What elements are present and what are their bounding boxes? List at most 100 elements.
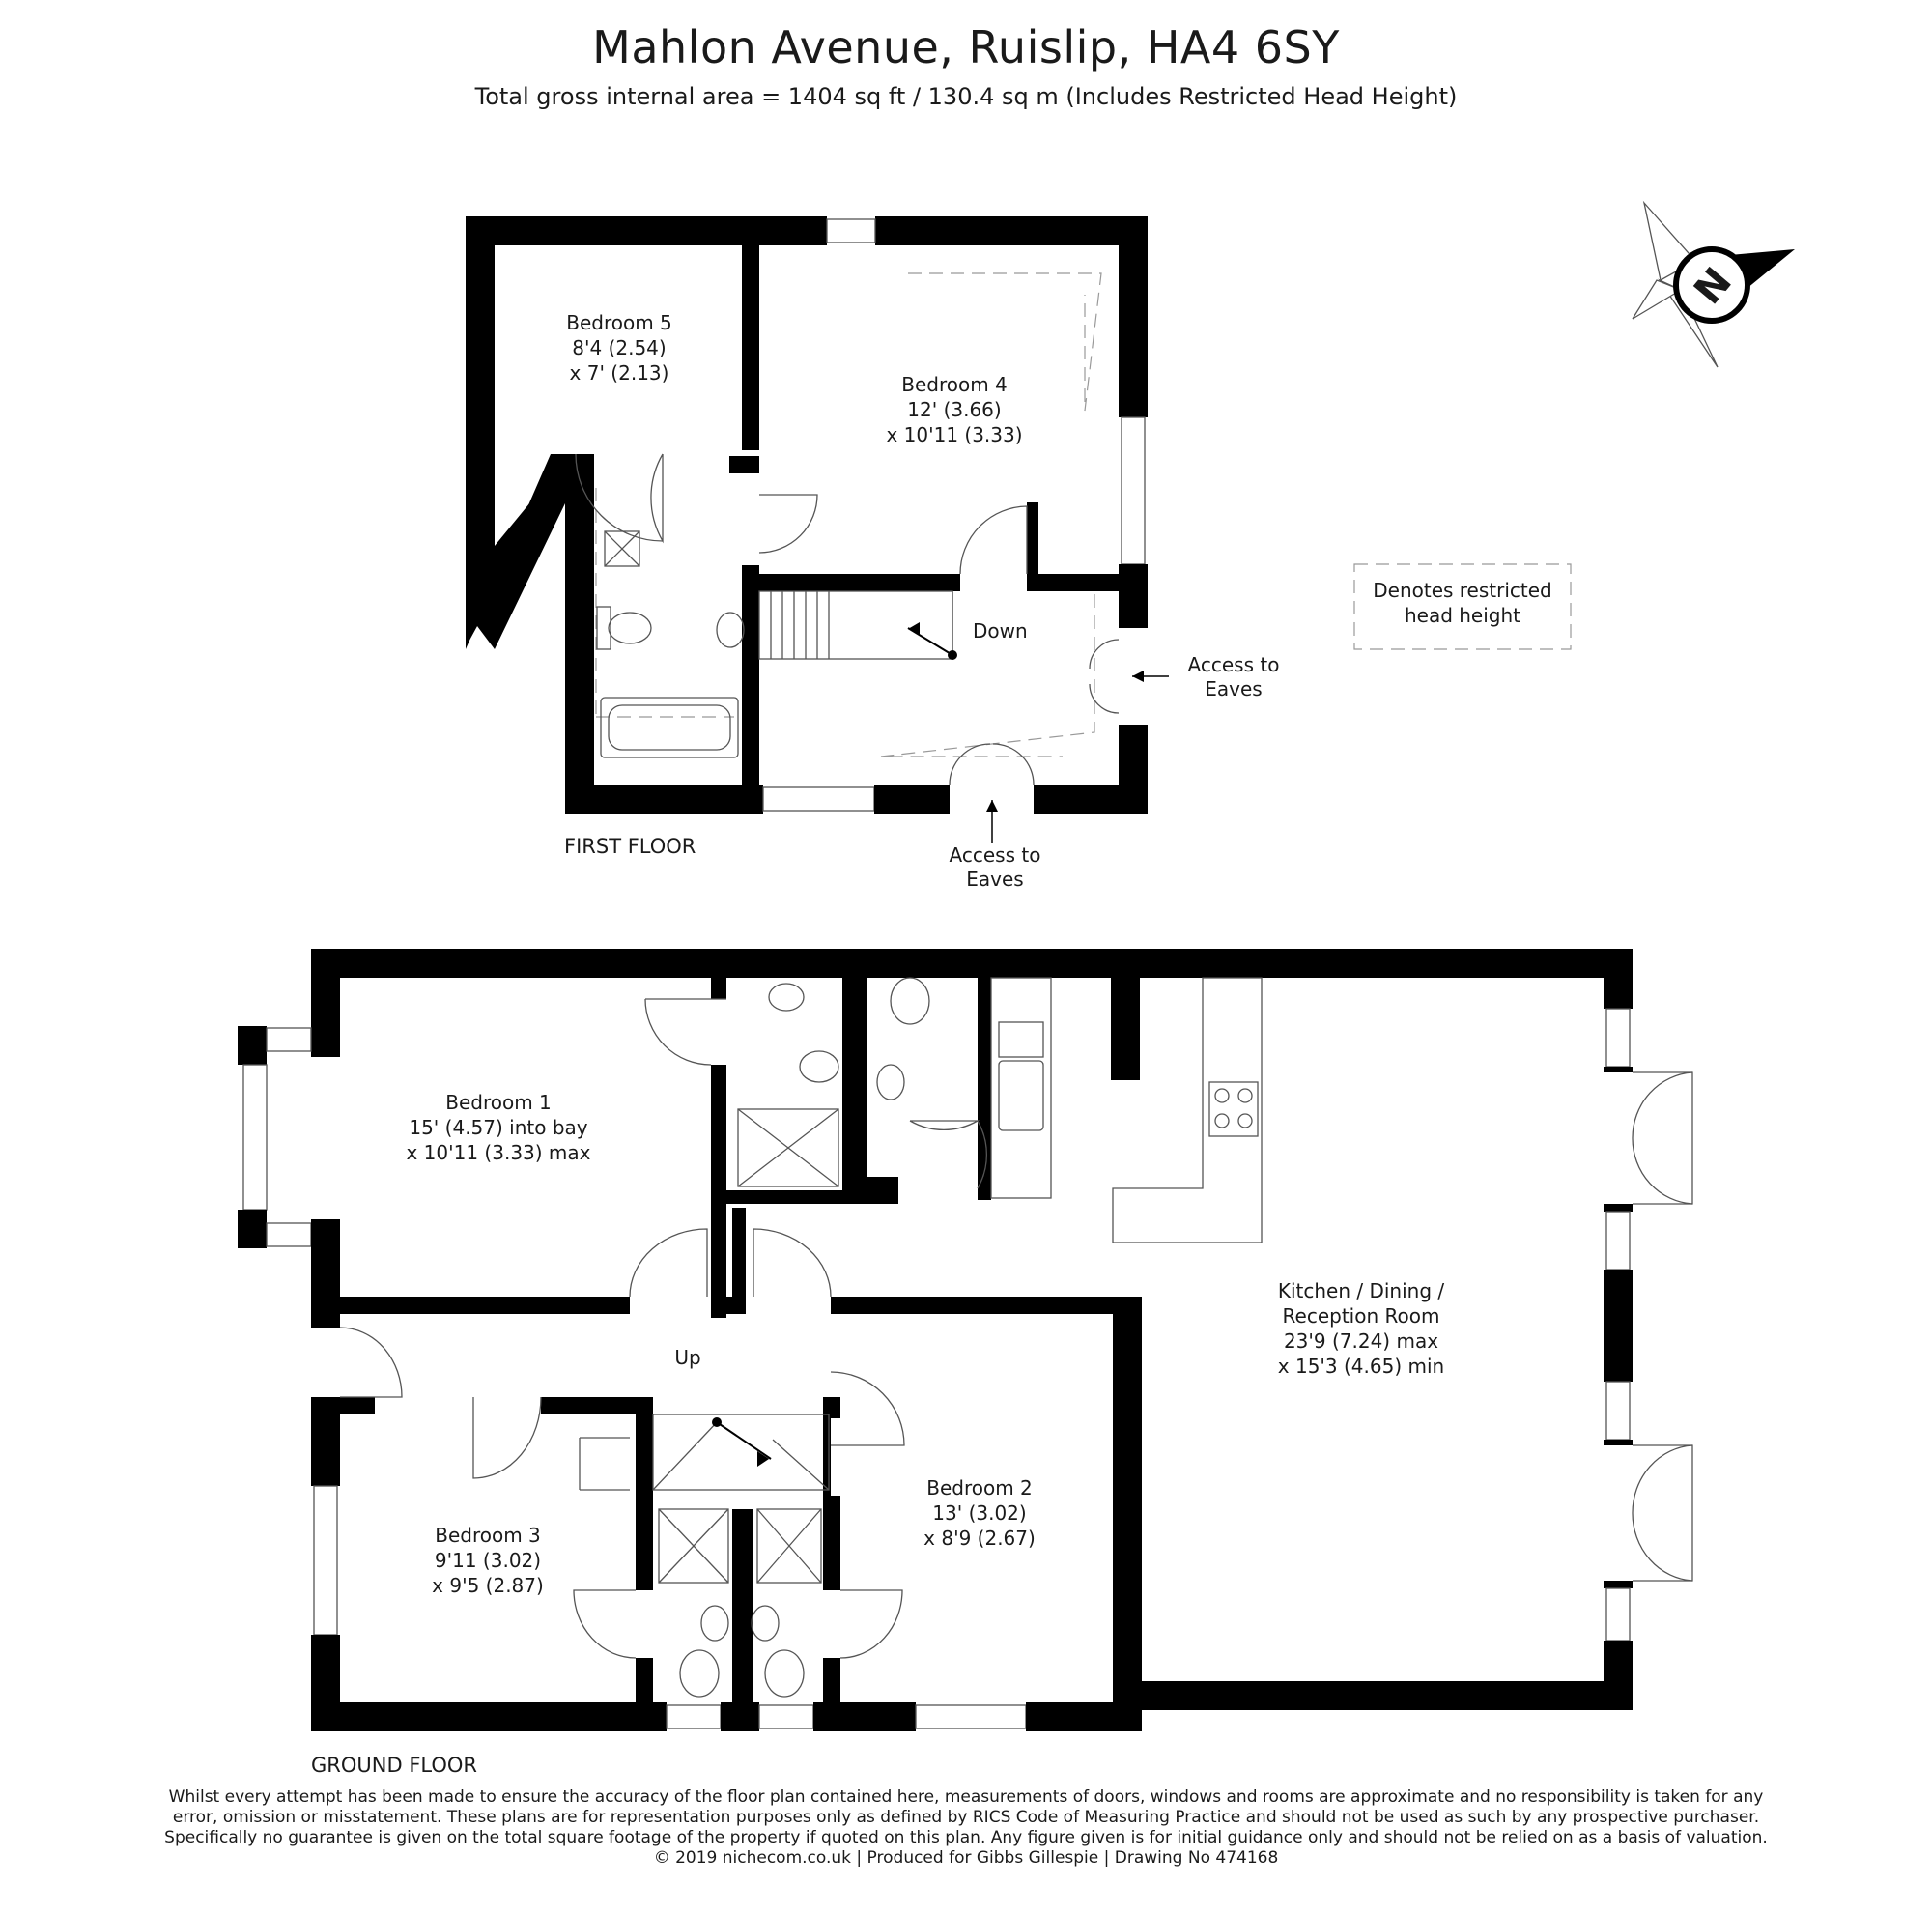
gf-wall-right-1	[1604, 949, 1633, 1009]
legend-line1: Denotes restricted	[1373, 579, 1552, 602]
gf-wall-bath-bottom	[726, 1190, 898, 1204]
first-floor-label: FIRST FLOOR	[564, 835, 696, 858]
ff-stairs-label: Down	[973, 619, 1028, 643]
gf-stairs	[579, 1414, 830, 1491]
gf-ensuite3-basin-icon	[700, 1605, 729, 1642]
bedroom5-dim1: 8'4 (2.54)	[572, 336, 666, 359]
gf-door-bed2	[830, 1371, 905, 1446]
ff-wc-cistern	[596, 606, 611, 650]
gf-wall-bed2-kitchen	[1113, 1297, 1142, 1731]
gf-wc-basin-icon	[876, 1064, 905, 1100]
disclaimer-line: Whilst every attempt has been made to en…	[168, 1787, 1764, 1807]
first-floor-plan: Bedroom 5 8'4 (2.54) x 7' (2.13) Bedroom…	[466, 216, 1279, 891]
gf-door-wc	[909, 1120, 987, 1189]
gf-door-bed1	[629, 1228, 708, 1298]
gf-door-kitchen	[753, 1228, 832, 1298]
compass-rose: N	[1632, 200, 1795, 368]
gf-ensuite3-wc-icon	[679, 1649, 720, 1698]
gf-wall-bed1-bath-top	[711, 978, 726, 999]
ff-window-top	[826, 218, 876, 243]
ff-wall-door-jamb	[1027, 502, 1038, 578]
gf-wall-bed1-bath	[711, 1065, 726, 1318]
gf-window-ensuite2	[758, 1704, 814, 1729]
plan-title: Mahlon Avenue, Ruislip, HA4 6SY	[592, 21, 1340, 73]
gf-wall-left-top	[311, 949, 340, 1057]
gf-wall-right-4	[1604, 1270, 1633, 1382]
bedroom1-dim1: 15' (4.57) into bay	[409, 1116, 587, 1139]
kitchen-dim2: x 15'3 (4.65) min	[1278, 1355, 1444, 1378]
gf-wall-bottom-left	[311, 1702, 667, 1731]
gf-window-right-4	[1605, 1587, 1631, 1642]
gf-wall-wc-bottom	[867, 1177, 898, 1204]
gf-wall-hall-bed2	[831, 1297, 1142, 1314]
bedroom2-dim2: x 8'9 (2.67)	[923, 1527, 1036, 1550]
ff-shower-icon	[604, 530, 640, 567]
gf-wall-bed3-ensuite-lower	[636, 1658, 653, 1731]
gf-kitchen-counter-left	[990, 977, 1052, 1199]
eaves-right-line1: Access to	[1188, 653, 1280, 676]
legend-line2: head height	[1405, 604, 1520, 627]
gf-bath-basin-icon	[768, 983, 805, 1012]
ff-wall-bed4-landing-right	[1027, 574, 1119, 591]
ff-wall-top-right	[875, 216, 1148, 245]
restricted-zone-bedroom4	[908, 272, 1102, 412]
ff-eaves-door-bottom	[949, 743, 1035, 786]
ff-wall-top-left	[466, 216, 827, 245]
gf-wall-top	[311, 949, 1633, 978]
ground-floor-plan: Bedroom 1 15' (4.57) into bay x 10'11 (3…	[238, 949, 1693, 1777]
gf-door-bed3	[472, 1396, 542, 1479]
ff-wall-bottom-left	[565, 785, 763, 814]
gf-bath-wc-icon	[799, 1050, 839, 1083]
gf-ensuite3-shower-icon	[658, 1508, 729, 1584]
gf-hob-icon	[1208, 1081, 1259, 1137]
ff-window-bottom	[762, 786, 875, 812]
kitchen-line1: Kitchen / Dining /	[1278, 1279, 1445, 1302]
gf-bay-window-top	[266, 1027, 312, 1052]
kitchen-line2: Reception Room	[1283, 1304, 1440, 1328]
gf-kitchen-counter-island	[1112, 977, 1263, 1243]
ff-wall-bed5-bed4	[742, 245, 759, 450]
gf-window-ensuite3	[666, 1704, 722, 1729]
gf-window-bedroom2	[915, 1704, 1027, 1729]
ff-door-bed4	[959, 505, 1028, 575]
bedroom3-name: Bedroom 3	[435, 1524, 541, 1547]
gf-wall-hall-divider	[732, 1208, 746, 1314]
gf-wall-right-3	[1604, 1204, 1633, 1212]
gf-ensuite2-wc-icon	[764, 1649, 805, 1698]
ff-wall-stub	[729, 456, 759, 473]
bedroom2-dim1: 13' (3.02)	[932, 1501, 1026, 1525]
gf-bay-top	[238, 1026, 267, 1065]
bedroom4-dim2: x 10'11 (3.33)	[886, 423, 1022, 446]
gf-wall-ensuite2-bed2	[823, 1496, 840, 1590]
copyright-line: © 2019 nichecom.co.uk | Produced for Gib…	[653, 1848, 1279, 1868]
ff-wall-right-upper	[1119, 216, 1148, 417]
ff-wall-right-mid	[1119, 564, 1148, 628]
gf-door-ensuite3	[573, 1589, 637, 1659]
gf-wc-icon	[890, 977, 930, 1025]
bedroom1-name: Bedroom 1	[445, 1091, 552, 1114]
gf-window-right-1	[1605, 1008, 1631, 1068]
gf-kitchen-sink-icon	[998, 1060, 1044, 1131]
gf-french-doors-1	[1632, 1071, 1693, 1205]
ff-wc-icon	[608, 612, 652, 644]
gf-bay-bottom	[238, 1210, 267, 1248]
gf-wall-bath-wc	[842, 978, 867, 1190]
gf-bay-window-front	[242, 1064, 268, 1211]
restricted-zone-bathroom	[595, 488, 734, 718]
ff-wall-bottom-mid	[874, 785, 950, 814]
gf-bathroom-fixtures	[658, 977, 1263, 1698]
ff-door-bed5	[650, 453, 664, 544]
gf-wall-under-stair	[823, 1397, 831, 1503]
gf-wall-right-2	[1604, 1067, 1633, 1072]
gf-window-right-2	[1605, 1211, 1631, 1271]
bedroom5-name: Bedroom 5	[566, 311, 672, 334]
gf-wall-kitchen-stub	[1111, 978, 1140, 1080]
ff-window-right	[1121, 416, 1146, 565]
gf-bay-window-bottom	[266, 1222, 312, 1247]
bedroom3-dim1: 9'11 (3.02)	[435, 1549, 541, 1572]
bedroom5-dim2: x 7' (2.13)	[570, 361, 669, 385]
kitchen-dim1: 23'9 (7.24) max	[1284, 1329, 1438, 1353]
bedroom4-dim1: 12' (3.66)	[907, 398, 1001, 421]
gf-ensuite2-basin-icon	[751, 1605, 780, 1642]
